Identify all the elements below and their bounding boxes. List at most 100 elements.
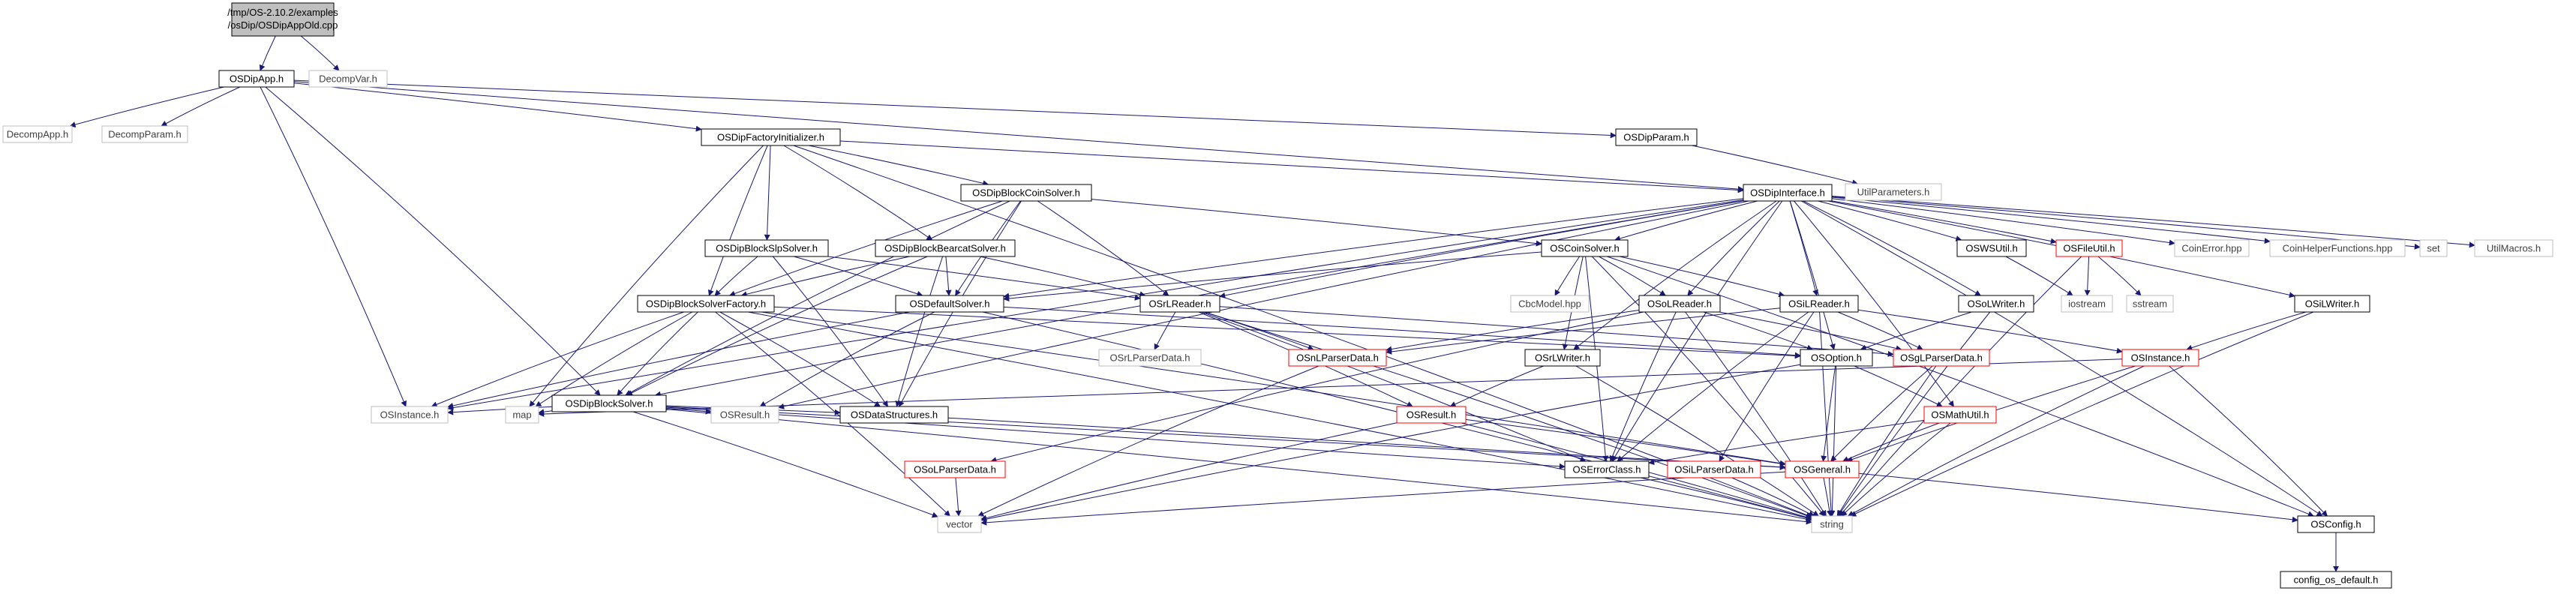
edge-oscoin-solver-to-osi-lreader <box>1619 256 1785 298</box>
node-osdip-interface[interactable]: OSDipInterface.h <box>1743 184 1833 202</box>
edge-osdip-interface-to-osfile-util <box>1831 200 2057 244</box>
edge-osdip-interface-to-util-macros <box>1831 196 2475 248</box>
node-osdip-block-solver[interactable]: OSDipBlockSolver.h <box>551 394 667 412</box>
edge-osdip-block-coin-solver-to-oscoin-solver <box>1091 199 1542 247</box>
edge-osdip-app-to-osdip-param <box>293 80 1617 139</box>
edge-osdip-factory-initializer-to-osdip-interface <box>839 140 1744 194</box>
edge-osdefault-solver-to-osresult-left <box>759 311 935 407</box>
edge-osdip-param-to-util-parameters <box>1692 145 1859 186</box>
node-oswsutil[interactable]: OSWSUtil.h <box>1956 239 2027 257</box>
node-label: OSrLParserData.h <box>1110 352 1190 364</box>
node-label: iostream <box>2068 298 2106 310</box>
edge-osi-lreader-to-string <box>1819 311 1835 517</box>
edge-oso-lreader-to-string <box>1685 311 1827 517</box>
edge-osg-lparser-data-to-string <box>1836 365 1937 517</box>
node-osdip-param[interactable]: OSDipParam.h <box>1615 128 1698 146</box>
edge-osdip-block-coin-solver-to-osdip-block-solver <box>625 200 1010 396</box>
node-label: OSiLParserData.h <box>1674 464 1754 476</box>
edge-osfile-util-to-iostream <box>2084 256 2091 296</box>
edge-osdip-interface-to-set <box>1831 196 2421 250</box>
node-label: OSResult.h <box>720 410 770 421</box>
node-osdip-block-coin-solver[interactable]: OSDipBlockCoinSolver.h <box>960 184 1092 202</box>
edge-osr-lreader-to-string <box>1204 311 1812 519</box>
edge-osi-lreader-to-osn-lparser-data <box>1386 308 1781 355</box>
edge-osdip-interface-to-oswsutil <box>1818 200 1962 242</box>
edge-osdip-interface-to-osr-lreader <box>1219 200 1744 298</box>
edge-osdip-interface-to-osmath-util <box>1794 200 1954 407</box>
node-coin-error: CoinError.hpp <box>2174 239 2250 257</box>
node-label: OSInstance.h <box>2131 352 2190 364</box>
node-osdip-block-slp-solver[interactable]: OSDipBlockSlpSolver.h <box>704 239 829 257</box>
node-root[interactable]: /tmp/OS-2.10.2/examples/osDip/OSDipAppOl… <box>227 2 338 37</box>
node-osgeneral[interactable]: OSGeneral.h <box>1785 460 1860 478</box>
edge-osdip-interface-to-osconfig <box>1800 200 2323 517</box>
edge-osdip-interface-to-osi-lreader <box>1789 200 1818 296</box>
edge-osdip-interface-to-oso-lwriter <box>1803 200 1981 296</box>
edge-osdip-interface-to-osresult-left <box>778 200 1749 410</box>
node-oso-lreader[interactable]: OSoLReader.h <box>1638 295 1721 313</box>
edge-osoption-to-osmath-util <box>1854 365 1943 407</box>
node-osdefault-solver[interactable]: OSDefaultSolver.h <box>895 295 1004 313</box>
edge-osgeneral-to-osconfig <box>1858 472 2298 523</box>
node-osn-lparser-data[interactable]: OSnLParserData.h <box>1288 349 1387 367</box>
node-label: OSErrorClass.h <box>1572 464 1641 476</box>
node-label: OSMathUtil.h <box>1931 410 1989 421</box>
node-osr-lwriter[interactable]: OSrLWriter.h <box>1524 349 1601 367</box>
node-osdip-app[interactable]: OSDipApp.h <box>218 70 295 88</box>
node-label: CbcModel.hpp <box>1518 298 1581 310</box>
node-osdip-block-bearcat-solver[interactable]: OSDipBlockBearcatSolver.h <box>875 239 1016 257</box>
edge-osdefault-solver-to-osoption <box>1003 306 1801 358</box>
node-sstream: sstream <box>2126 295 2174 313</box>
edge-osdip-block-solver-factory-to-osdata-structures <box>719 311 881 407</box>
edge-root-to-decomp-var <box>300 35 340 71</box>
edge-oscoin-solver-to-string <box>1591 256 1825 517</box>
node-osdata-structures[interactable]: OSDataStructures.h <box>839 406 949 424</box>
node-config-os-default[interactable]: config_os_default.h <box>2280 571 2392 589</box>
edge-osdip-interface-to-osinstance-left <box>447 200 1744 411</box>
node-osinstance[interactable]: OSInstance.h <box>2121 349 2199 367</box>
edge-oso-lwriter-to-string <box>1837 311 1991 517</box>
node-oso-lparser-data[interactable]: OSoLParserData.h <box>904 460 1006 478</box>
node-oso-lwriter[interactable]: OSoLWriter.h <box>1958 295 2034 313</box>
node-oscoin-solver[interactable]: OSCoinSolver.h <box>1541 239 1629 257</box>
node-osfile-util[interactable]: OSFileUtil.h <box>2055 239 2123 257</box>
edge-osr-lreader-to-osn-lparser-data <box>1203 311 1314 351</box>
node-label: OSoLReader.h <box>1647 298 1712 310</box>
edge-osg-lparser-data-to-osgeneral <box>1830 365 1933 462</box>
node-label: OSWSUtil.h <box>1965 243 2017 254</box>
node-osresult-left: OSResult.h <box>710 406 779 424</box>
edge-osdip-block-solver-to-osresult-left <box>665 407 712 415</box>
edge-osdip-interface-to-oso-lreader <box>1687 200 1780 296</box>
node-osg-lparser-data[interactable]: OSgLParserData.h <box>1893 349 1990 367</box>
edge-osdip-block-slp-solver-to-osdip-block-solver-factory <box>714 256 758 296</box>
node-label: OSiLReader.h <box>1788 298 1850 310</box>
edge-oso-lreader-to-oserror-class <box>1609 311 1677 462</box>
node-osdip-block-solver-factory[interactable]: OSDipBlockSolverFactory.h <box>637 295 775 313</box>
edge-osresult-to-osgeneral <box>1465 418 1786 466</box>
edge-osr-lreader-to-oserror-class <box>1201 311 1587 462</box>
edge-osdata-structures-to-osgeneral <box>947 417 1786 470</box>
edge-osi-lwriter-to-osinstance <box>2186 311 2307 351</box>
edge-oserror-class-to-string <box>1641 477 1812 521</box>
edge-oso-lparser-data-to-vector <box>955 477 962 517</box>
edge-osmath-util-to-oserror-class <box>1648 419 1925 466</box>
node-osr-lreader[interactable]: OSrLReader.h <box>1139 295 1220 313</box>
node-osi-lwriter[interactable]: OSiLWriter.h <box>2294 295 2370 313</box>
node-osi-lreader[interactable]: OSiLReader.h <box>1779 295 1859 313</box>
node-osi-lparser-data[interactable]: OSiLParserData.h <box>1667 460 1761 478</box>
edge-osinstance-to-osconfig <box>2169 365 2328 517</box>
node-label: OSInstance.h <box>380 410 440 421</box>
node-osconfig[interactable]: OSConfig.h <box>2297 515 2375 533</box>
node-osresult[interactable]: OSResult.h <box>1396 406 1467 424</box>
edge-osdip-block-bearcat-solver-to-osdata-structures <box>895 256 944 407</box>
file-nodes: /tmp/OS-2.10.2/examples/osDip/OSDipAppOl… <box>2 2 2553 589</box>
node-osdip-factory-initializer[interactable]: OSDipFactoryInitializer.h <box>701 128 841 146</box>
node-osoption[interactable]: OSOption.h <box>1800 349 1873 367</box>
node-oserror-class[interactable]: OSErrorClass.h <box>1564 460 1650 478</box>
node-label: OSiLWriter.h <box>2305 298 2359 310</box>
edge-osdip-app-to-decomp-param <box>161 86 241 127</box>
edge-osdip-factory-initializer-to-map <box>529 145 764 407</box>
node-osmath-util[interactable]: OSMathUtil.h <box>1923 406 1997 424</box>
node-label: OSDipBlockCoinSolver.h <box>972 188 1080 199</box>
edge-oswsutil-to-iostream <box>2005 256 2073 296</box>
